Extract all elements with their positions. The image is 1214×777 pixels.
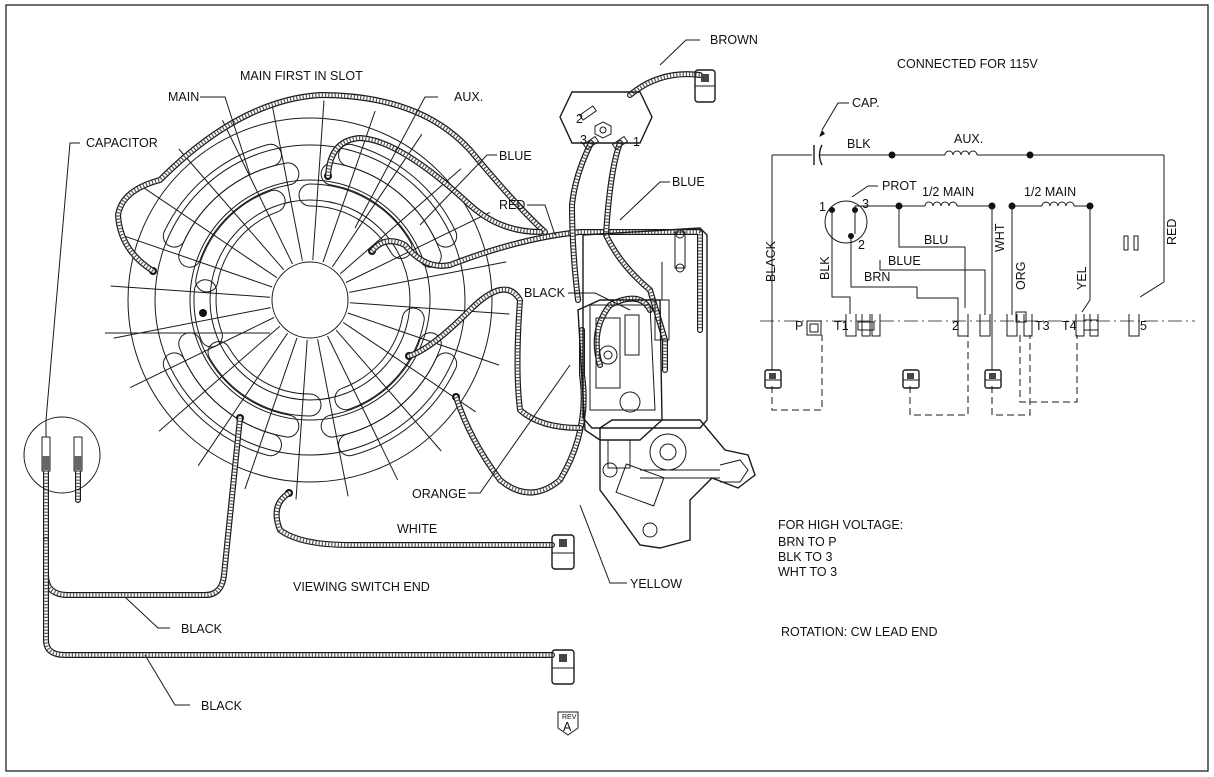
main-label: MAIN bbox=[168, 90, 199, 104]
protector-terminal-3: 3 bbox=[580, 133, 587, 147]
protector-terminal-2: 2 bbox=[576, 112, 583, 126]
aux-label: AUX. bbox=[454, 90, 483, 104]
brown-wire-label: BROWN bbox=[710, 33, 758, 47]
yellow-wire-label: YELLOW bbox=[630, 577, 682, 591]
centrifugal-switch bbox=[577, 227, 756, 549]
blu-label: BLU bbox=[924, 233, 948, 247]
high-voltage-line-2: BLK TO 3 bbox=[778, 550, 832, 564]
red-wire-label: RED bbox=[499, 198, 525, 212]
capacitor bbox=[23, 416, 101, 494]
schematic-title: CONNECTED FOR 115V bbox=[897, 57, 1038, 71]
orange-wire-label: ORANGE bbox=[412, 487, 466, 501]
rev-label: REV bbox=[562, 714, 577, 721]
blue-label: BLUE bbox=[888, 254, 921, 268]
black-wire-label-1: BLACK bbox=[181, 622, 223, 636]
revision-marker: REV A bbox=[557, 711, 579, 736]
red-label: RED bbox=[1165, 219, 1179, 245]
white-wire-label: WHITE bbox=[397, 522, 437, 536]
stator-winding-view bbox=[105, 100, 510, 500]
half-main-label-1: 1/2 MAIN bbox=[922, 185, 974, 199]
drawing-border bbox=[5, 4, 1209, 772]
protector-terminal-1: 1 bbox=[633, 135, 640, 149]
schematic: CONNECTED FOR 115V CAP. BLK AUX. BLACK R… bbox=[760, 57, 1195, 416]
blue-wire-label-1: BLUE bbox=[499, 149, 532, 163]
capacitor-label: CAPACITOR bbox=[86, 136, 158, 150]
lead-wires bbox=[43, 71, 703, 658]
label-leaders bbox=[45, 39, 700, 706]
wht-label: WHT bbox=[993, 223, 1007, 252]
viewing-switch-end-label: VIEWING SWITCH END bbox=[293, 580, 430, 594]
notes: FOR HIGH VOLTAGE: BRN TO P BLK TO 3 WHT … bbox=[778, 518, 938, 639]
rev-value: A bbox=[563, 720, 572, 734]
prot-label: PROT bbox=[882, 179, 917, 193]
blk-top-label: BLK bbox=[847, 137, 871, 151]
cap-label: CAP. bbox=[852, 96, 880, 110]
high-voltage-line-1: BRN TO P bbox=[778, 535, 837, 549]
terminal-t1: T1 bbox=[834, 319, 849, 333]
black-vertical-label: BLACK bbox=[764, 240, 778, 282]
prot-terminal-2: 2 bbox=[858, 238, 865, 252]
prot-terminal-3: 3 bbox=[862, 197, 869, 211]
blue-wire-label-2: BLUE bbox=[672, 175, 705, 189]
yel-label: YEL bbox=[1075, 266, 1089, 290]
terminal-5: 5 bbox=[1140, 319, 1147, 333]
terminal-t3: T3 bbox=[1035, 319, 1050, 333]
black-switch-wire-label: BLACK bbox=[524, 286, 566, 300]
lead-terminals bbox=[551, 69, 716, 685]
terminal-2: 2 bbox=[952, 319, 959, 333]
prot-terminal-1: 1 bbox=[819, 200, 826, 214]
org-label: ORG bbox=[1014, 262, 1028, 290]
black-wire-label-2: BLACK bbox=[201, 699, 243, 713]
half-main-label-2: 1/2 MAIN bbox=[1024, 185, 1076, 199]
high-voltage-line-3: WHT TO 3 bbox=[778, 565, 837, 579]
blk-vertical-label: BLK bbox=[818, 256, 832, 280]
main-first-in-slot-label: MAIN FIRST IN SLOT bbox=[240, 69, 363, 83]
high-voltage-title: FOR HIGH VOLTAGE: bbox=[778, 518, 903, 532]
brn-label: BRN bbox=[864, 270, 890, 284]
aux-coil-label: AUX. bbox=[954, 132, 983, 146]
terminal-t4: T4 bbox=[1062, 319, 1077, 333]
thermal-protector: 2 3 1 bbox=[559, 91, 653, 151]
terminal-p: P bbox=[795, 319, 803, 333]
rotation-note: ROTATION: CW LEAD END bbox=[781, 625, 938, 639]
